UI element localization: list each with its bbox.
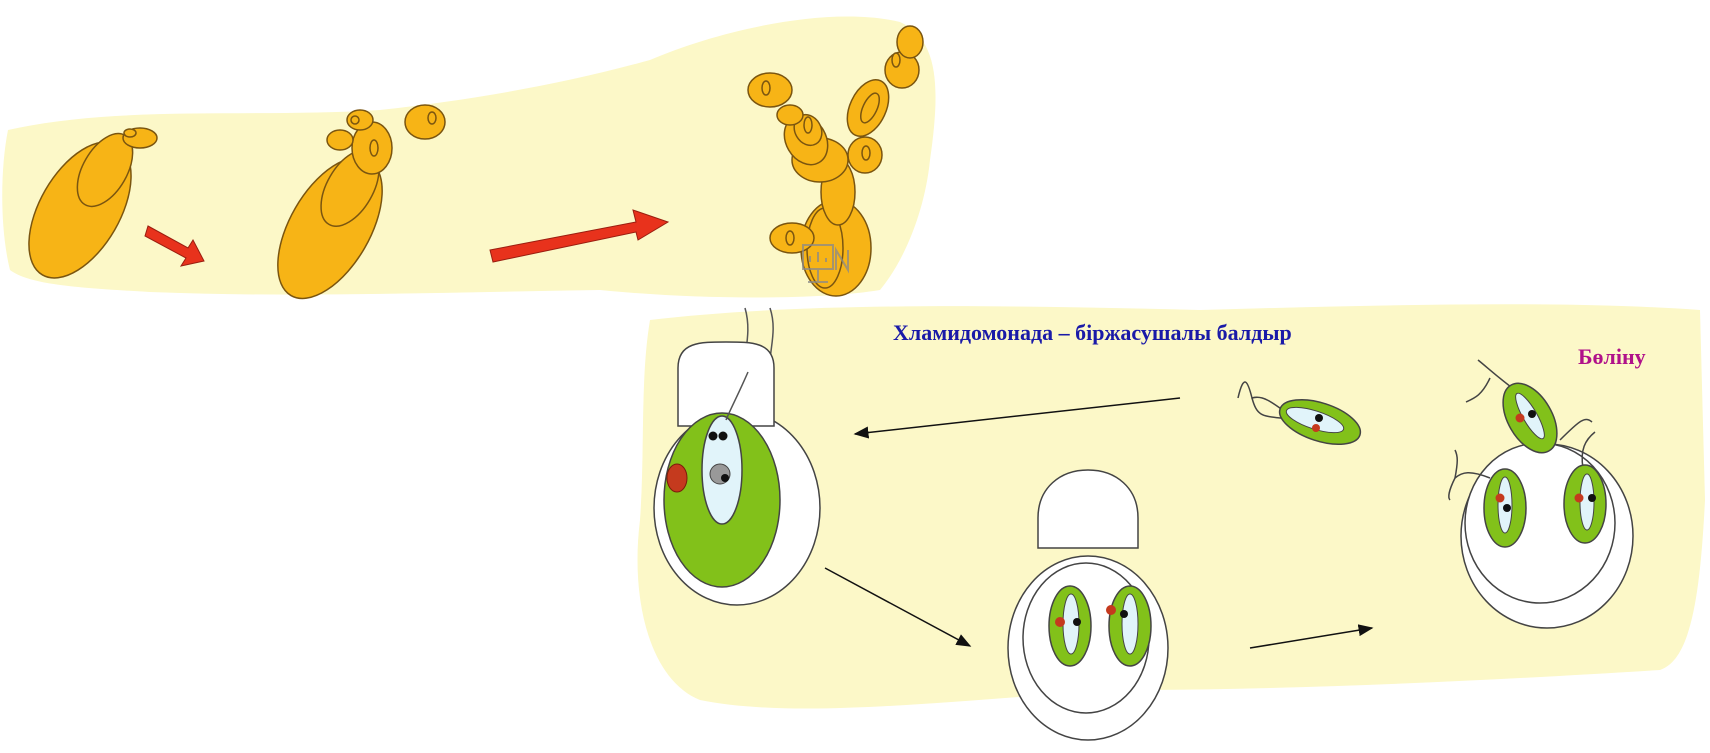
- diagram-title: Хламидомонада – біржасушалы балдыр: [893, 320, 1292, 346]
- division-label: Бөліну: [1578, 344, 1646, 370]
